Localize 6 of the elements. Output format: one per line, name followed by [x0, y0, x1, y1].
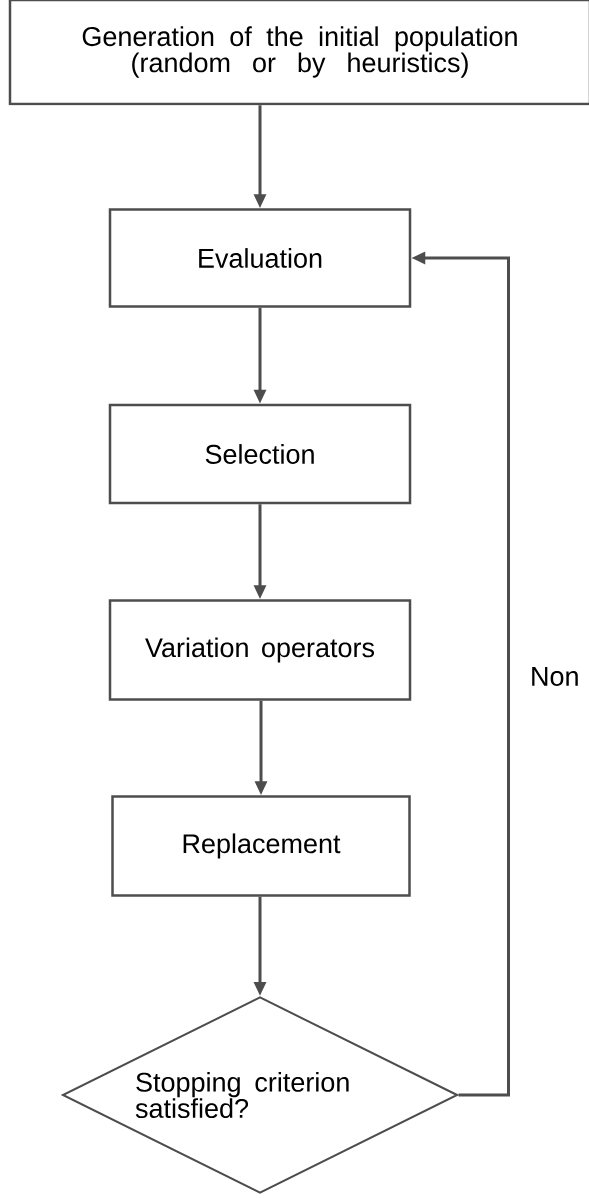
- edge-label: Non: [532, 667, 578, 686]
- process-box: Replacement: [111, 795, 411, 897]
- process-box: Variation operators: [108, 599, 412, 701]
- process-box: Evaluation: [108, 208, 412, 308]
- process-box: Generation of the initial population (random or by heuristics): [8, 0, 589, 106]
- process-box: Selection: [108, 403, 412, 505]
